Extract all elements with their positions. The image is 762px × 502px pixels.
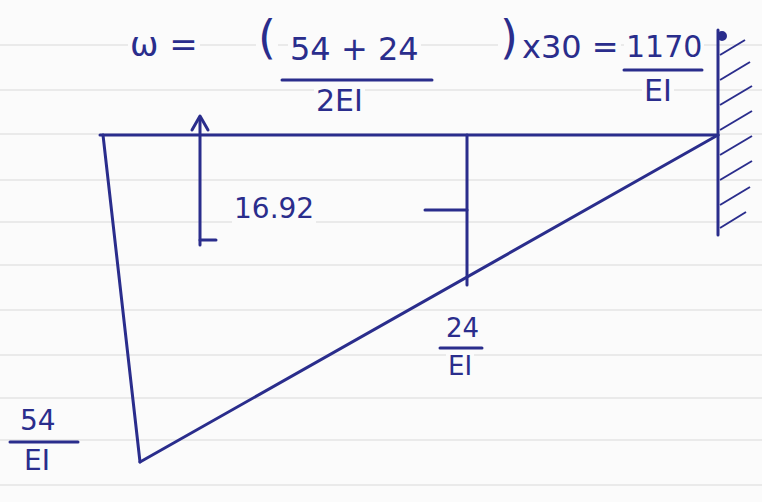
sketch-label: ω = <box>128 26 200 63</box>
sketch-label: 54 <box>18 406 58 437</box>
sketch-label: ( <box>256 12 278 63</box>
sketch-label: x30 = <box>520 30 621 65</box>
moment-diagram <box>10 30 718 462</box>
sketch-label: 54 + 24 <box>288 32 421 67</box>
sketch-label: ) <box>498 12 520 63</box>
sketch-label: EI <box>446 352 474 381</box>
ruled-lines <box>0 45 762 485</box>
sketch-label: 24 <box>444 314 481 343</box>
sketch-label: EI <box>642 74 674 107</box>
wall-hatching <box>718 32 752 228</box>
sketch-label: 16.92 <box>232 194 316 225</box>
sketch-label: EI <box>22 446 52 477</box>
sketch-label: 1170 <box>624 30 704 63</box>
sketch-label: 2EI <box>314 84 365 117</box>
